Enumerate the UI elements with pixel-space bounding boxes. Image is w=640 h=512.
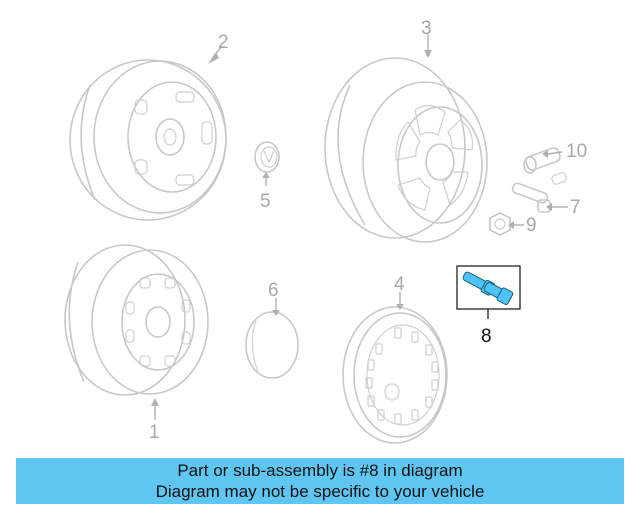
callout-5: 5	[260, 191, 271, 212]
part-7-wheel-bolt	[511, 182, 551, 213]
part-1-steel-wheel	[64, 244, 209, 396]
part-2-wheel	[69, 59, 227, 221]
part-4-hubcap	[342, 306, 448, 444]
callout-4: 4	[394, 274, 405, 295]
part-10-valve-stem	[523, 147, 568, 185]
part-9-lug-nut	[489, 212, 511, 236]
part-3-alloy-wheel	[324, 57, 488, 243]
callout-10: 10	[566, 141, 587, 162]
callout-7: 7	[570, 197, 581, 218]
part-5-center-cap	[254, 141, 280, 173]
wheel-parts-diagram: 2 3 5 10 7	[64, 18, 587, 444]
callout-3: 3	[421, 18, 432, 39]
banner-line-2: Diagram may not be specific to your vehi…	[155, 482, 485, 501]
part-8-highlight-box	[456, 265, 521, 310]
callout-6: 6	[268, 280, 279, 301]
banner-line-1: Part or sub-assembly is #8 in diagram	[177, 461, 463, 480]
callout-8: 8	[481, 326, 492, 347]
part-6-cap	[245, 311, 299, 379]
callout-1: 1	[149, 422, 160, 443]
info-banner: Part or sub-assembly is #8 in diagram Di…	[16, 458, 624, 504]
callout-9: 9	[526, 215, 537, 236]
callout-2: 2	[218, 32, 229, 53]
